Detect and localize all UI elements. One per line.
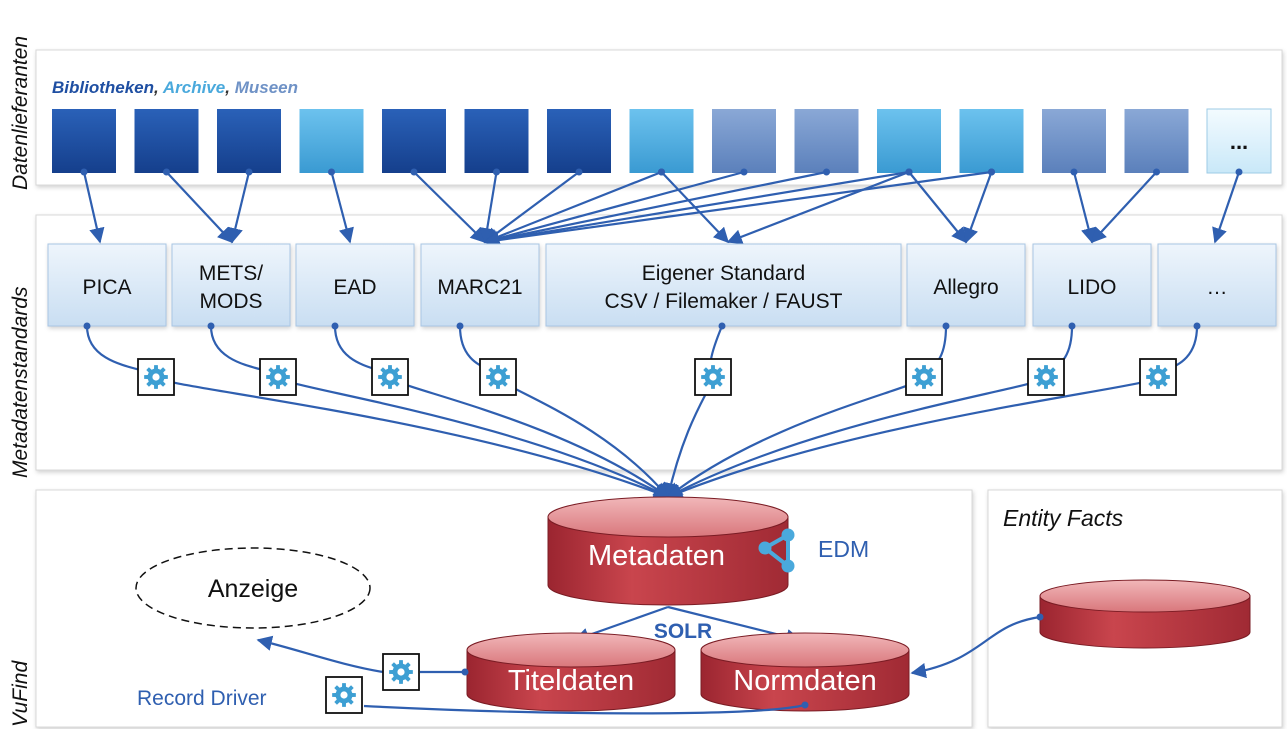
standard-label: EAD — [333, 276, 376, 299]
provider-to-standard-arrow — [483, 170, 662, 245]
provider-to-standard-arrow — [413, 171, 487, 244]
provider-to-standard-arrow — [1072, 171, 1097, 244]
provider-row: ... — [52, 108, 1272, 174]
provider-to-standard-arrow — [1212, 171, 1241, 244]
connector-dot — [1068, 322, 1076, 330]
provider-square-museum — [1124, 109, 1189, 173]
provider-to-standard-arrow — [483, 170, 827, 247]
connector-dot — [718, 322, 726, 330]
anzeige-label: Anzeige — [208, 575, 298, 603]
gear-icon — [1139, 358, 1177, 396]
titeldaten-cylinder — [466, 632, 676, 712]
metadaten-label: Metadaten — [588, 540, 725, 572]
provider-to-standard-arrow — [330, 171, 354, 244]
converter-icons — [137, 358, 1177, 396]
provider-square-bibliothek — [134, 109, 199, 173]
standard-box — [420, 243, 540, 327]
provider-square-bibliothek — [217, 109, 281, 173]
provider-to-standard-arrows — [80, 168, 1243, 248]
provider-square-museum — [1042, 109, 1106, 173]
gear-icon — [694, 358, 732, 396]
standard-box — [47, 243, 167, 327]
gear-icon — [905, 358, 943, 396]
standard-label: MARC21 — [437, 276, 522, 299]
entity-facts-title: Entity Facts — [1003, 505, 1124, 531]
standard-label-line1: METS/ — [199, 262, 263, 285]
provider-to-standard-arrow — [963, 171, 993, 244]
standard-label: PICA — [82, 276, 131, 299]
provider-square-museum — [712, 109, 776, 173]
provider-square-museum — [794, 109, 859, 173]
entity-facts-to-normdaten-arrow — [910, 613, 1044, 679]
gear-icon — [137, 358, 175, 396]
provider-square-archiv — [629, 109, 694, 173]
standard-label-line2: CSV / Filemaker / FAUST — [604, 290, 842, 313]
provider-to-standard-arrow — [726, 170, 910, 245]
gear-icon — [371, 358, 409, 396]
provider-to-standard-arrow — [1090, 171, 1158, 244]
provider-square-bibliothek — [52, 109, 116, 173]
standard-box — [1157, 243, 1277, 327]
normdaten-label: Normdaten — [733, 665, 876, 697]
edm-label: EDM — [818, 536, 869, 562]
standard-label-line2: MODS — [200, 290, 263, 313]
standard-to-metadaten-curve — [85, 325, 670, 500]
gear-icon — [259, 358, 297, 396]
connector-dot — [1193, 322, 1201, 330]
provider-to-standard-arrow — [227, 171, 251, 244]
anzeige-ellipse — [135, 547, 371, 629]
record-driver-label: Record Driver — [137, 687, 267, 710]
side-label-datenlieferanten: Datenlieferanten — [9, 36, 32, 190]
normdaten-cylinder — [700, 632, 910, 712]
titeldaten-label: Titeldaten — [508, 665, 634, 697]
gear-icon — [325, 676, 363, 714]
standards-row: PICA METS/MODS EAD MARC21 Eigener StandardCS… — [47, 243, 1277, 327]
entity-facts-cylinder — [1039, 579, 1251, 649]
standard-label: … — [1207, 276, 1228, 299]
standard-box — [295, 243, 415, 327]
provider-square-archiv — [877, 109, 941, 173]
provider-square-bibliothek — [547, 109, 611, 173]
provider-to-standard-arrow — [165, 171, 234, 244]
provider-to-standard-arrow — [908, 171, 967, 244]
provider-square-archiv — [959, 109, 1024, 173]
connector-dot — [456, 322, 464, 330]
side-label-vufind: VuFind — [9, 660, 32, 727]
provider-square-archiv — [299, 109, 364, 173]
solr-label: SOLR — [654, 620, 712, 643]
standard-box — [1032, 243, 1152, 327]
provider-to-standard-arrow — [660, 171, 730, 244]
legend-bibliotheken: Bibliotheken — [52, 78, 154, 97]
gear-icon — [1027, 358, 1065, 396]
standard-box — [545, 243, 902, 327]
vufind-converter-icons — [325, 653, 420, 714]
provider-legend: Bibliotheken, Archive, Museen — [52, 78, 298, 97]
connector-dot — [83, 322, 91, 330]
provider-to-standard-arrow — [483, 170, 745, 246]
provider-square-bibliothek — [464, 109, 529, 173]
share-network-icon — [758, 528, 795, 573]
side-label-metadatenstandards: Metadatenstandards — [9, 286, 32, 478]
standard-label: LIDO — [1067, 276, 1116, 299]
legend-museen: Museen — [235, 78, 298, 97]
provider-to-standard-arrow — [82, 171, 105, 244]
gear-icon — [382, 653, 420, 691]
titeldaten-to-anzeige-arrow — [256, 635, 469, 676]
standard-box — [906, 243, 1026, 327]
standard-label: Allegro — [933, 276, 998, 299]
metadaten-cylinder — [547, 496, 789, 606]
provider-to-standard-arrow — [483, 170, 910, 248]
provider-more-label: ... — [1230, 129, 1248, 154]
connector-dot — [942, 322, 950, 330]
connector-dot — [207, 322, 215, 330]
provider-square-bibliothek — [382, 109, 446, 173]
standard-label-line1: Eigener Standard — [642, 262, 805, 285]
standard-box — [171, 243, 291, 327]
provider-to-standard-arrow — [483, 170, 992, 248]
normdaten-to-record-driver-line — [363, 701, 809, 715]
gear-icon — [479, 358, 517, 396]
connector-dot — [331, 322, 339, 330]
legend-archive: Archive — [162, 78, 225, 97]
